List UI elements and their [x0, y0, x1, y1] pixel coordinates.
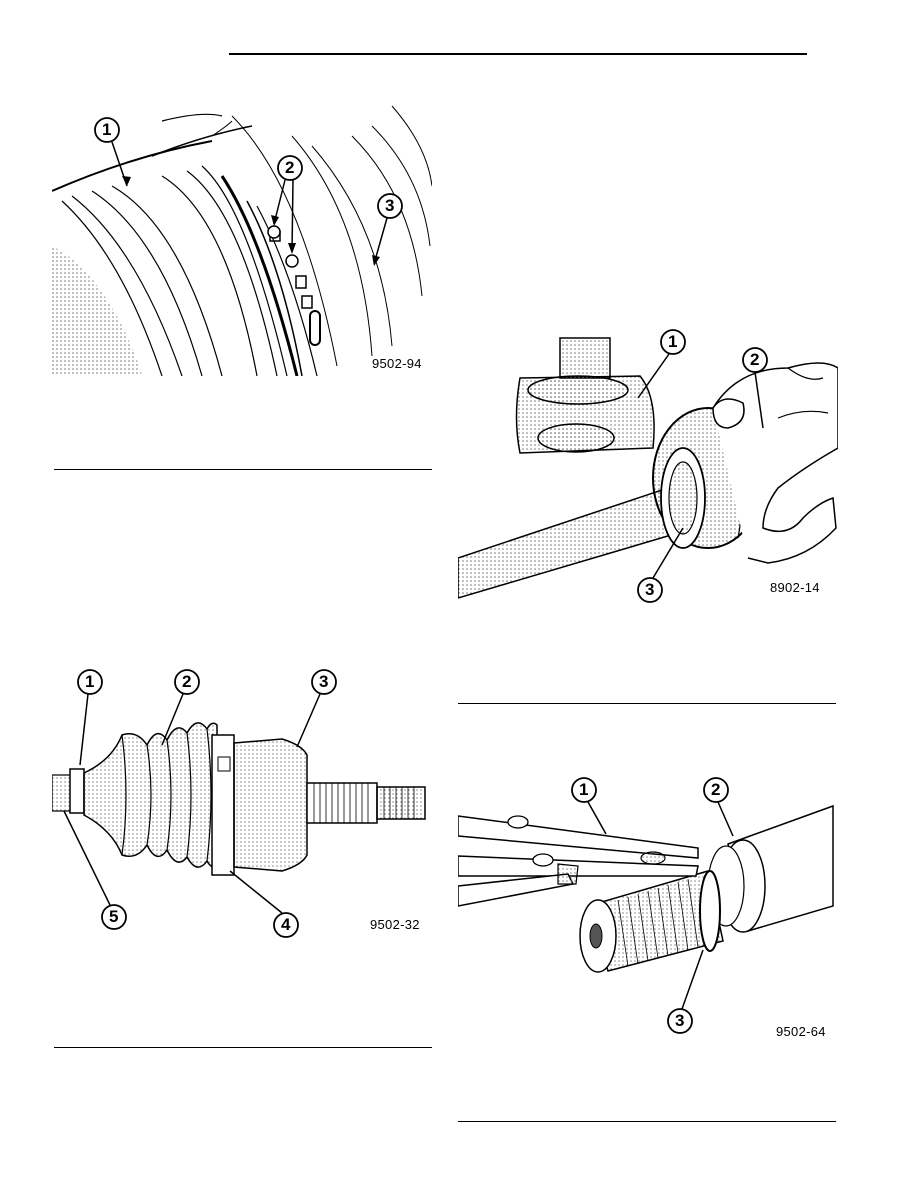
figure-label: 9502-64: [776, 1024, 826, 1039]
callout-1: 1: [102, 120, 111, 140]
figure-8902-14: 1 2 3 8902-14: [458, 328, 838, 608]
callout-1: 1: [579, 780, 588, 800]
figure-9502-32: 1 2 3 4 5 9502-32: [52, 665, 432, 945]
callout-2: 2: [711, 780, 720, 800]
boot-clamp-small: [70, 769, 84, 813]
snap-ring-pliers: [458, 816, 698, 858]
callout-2: 2: [285, 158, 294, 178]
callout-1: 1: [85, 672, 94, 692]
header-rule: [229, 53, 807, 55]
figure-8902-14-drawing: [458, 328, 838, 608]
stub-shaft: [307, 783, 377, 823]
callout-3: 3: [319, 672, 328, 692]
boot-clamp-large: [212, 735, 234, 875]
figure-9502-64: 1 2 3 9502-64: [458, 776, 838, 1051]
figure-separator: [54, 1047, 432, 1048]
callout-3: 3: [675, 1011, 684, 1031]
figure-label: 9502-32: [370, 917, 420, 932]
figure-separator: [54, 469, 432, 470]
callout-3: 3: [385, 196, 394, 216]
callout-3: 3: [645, 580, 654, 600]
callout-4: 4: [281, 915, 290, 935]
callout-1: 1: [668, 332, 677, 352]
figure-separator: [458, 703, 836, 704]
outer-cv-housing: [234, 739, 307, 871]
figure-separator: [458, 1121, 836, 1122]
callout-2: 2: [182, 672, 191, 692]
figure-label: 9502-94: [372, 356, 422, 371]
figure-9502-32-drawing: [52, 665, 432, 945]
callout-5: 5: [109, 907, 118, 927]
callout-2: 2: [750, 350, 759, 370]
snap-ring: [700, 871, 720, 951]
figure-9502-64-drawing: [458, 776, 838, 1051]
figure-label: 8902-14: [770, 580, 820, 595]
housing-shading: [52, 246, 142, 376]
figure-9502-94: 1 2 3 9502-94: [52, 96, 432, 376]
